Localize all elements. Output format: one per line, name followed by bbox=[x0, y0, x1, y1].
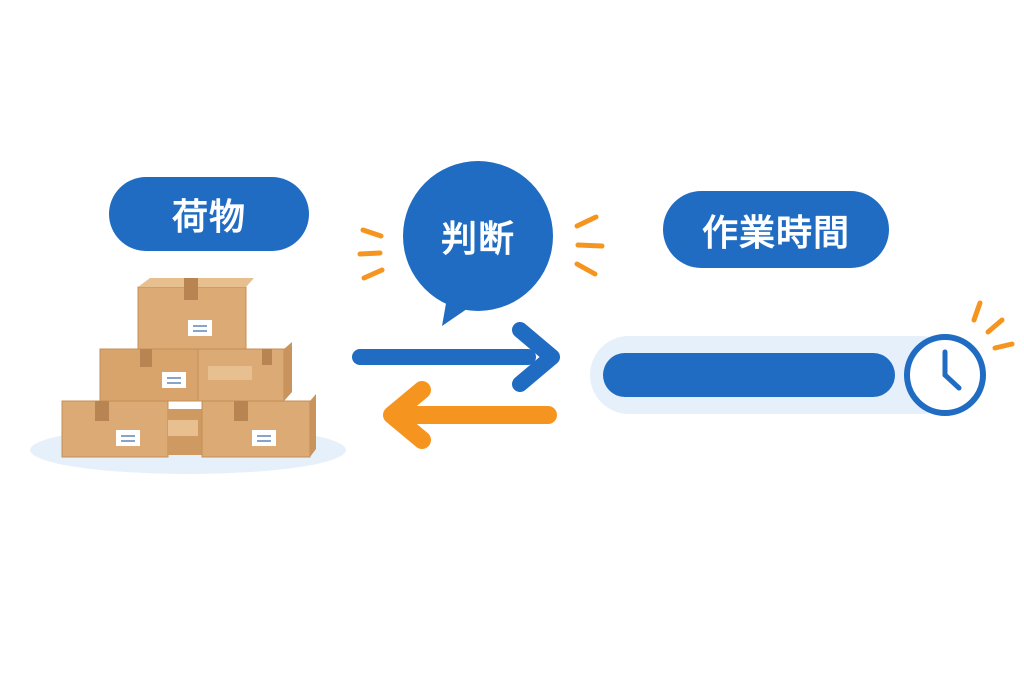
work-time-label: 作業時間 bbox=[663, 191, 889, 268]
work-time-fill bbox=[603, 353, 895, 397]
cardboard-boxes-icon bbox=[61, 278, 316, 458]
emphasis-lines-left bbox=[357, 227, 385, 281]
emphasis-lines-clock bbox=[971, 300, 1015, 351]
arrow-right-icon bbox=[352, 322, 560, 392]
cargo-label: 荷物 bbox=[109, 177, 309, 251]
work-time-bar bbox=[590, 336, 960, 414]
arrow-left-icon bbox=[383, 381, 557, 449]
clock-icon bbox=[904, 334, 986, 416]
judgment-label: 判断 bbox=[440, 219, 515, 260]
speech-bubble-icon bbox=[403, 161, 553, 326]
emphasis-lines-right bbox=[574, 214, 605, 277]
